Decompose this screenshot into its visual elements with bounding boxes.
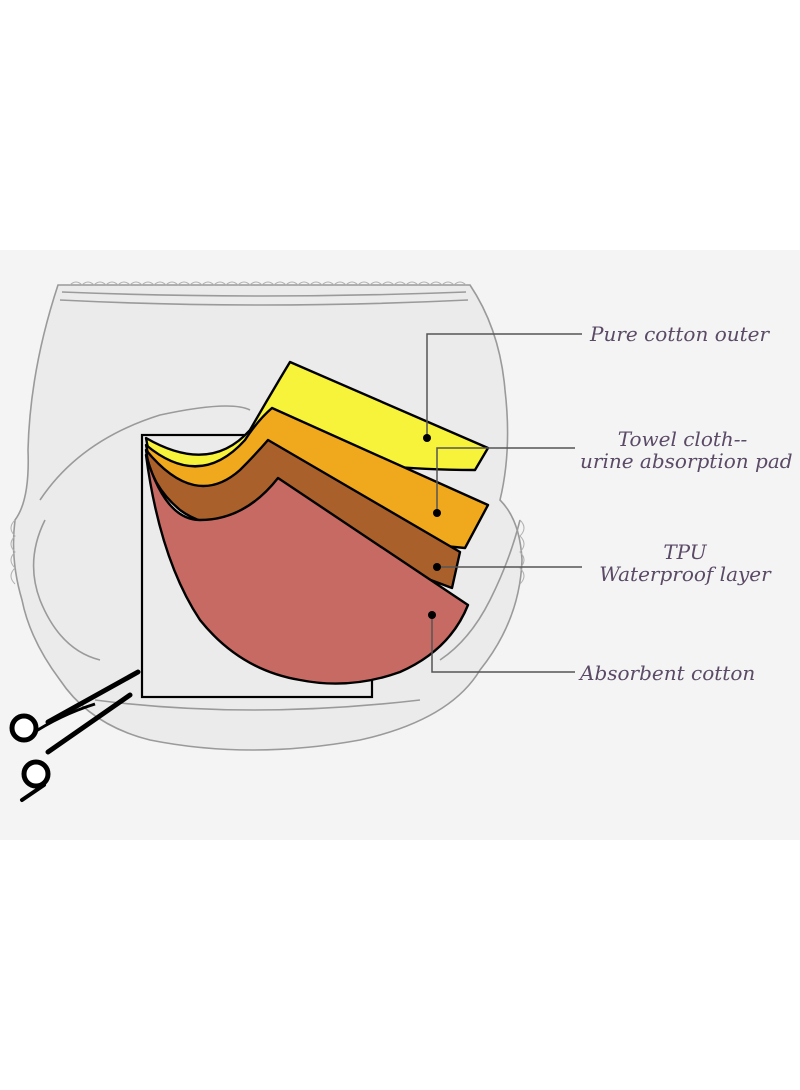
label-absorbent-cotton: Absorbent cotton: [580, 662, 755, 684]
label-pure-cotton-outer-text: Pure cotton outer: [590, 322, 770, 346]
leader-towel-cloth: [436, 447, 575, 513]
scissors-icon: [9, 669, 141, 802]
layer-absorbent-cotton: [144, 453, 470, 685]
dot-towel-cloth: [433, 509, 441, 517]
dot-pure-cotton-outer: [423, 434, 431, 442]
leader-lines: [426, 333, 582, 673]
label-towel-cloth-line1: Towel cloth--: [617, 427, 748, 451]
label-towel-cloth-line2: urine absorption pad: [580, 449, 793, 473]
label-tpu-line1: TPU: [663, 540, 707, 564]
label-towel-cloth: Towel cloth-- urine absorption pad: [580, 427, 793, 473]
dot-absorbent-cotton: [428, 611, 436, 619]
label-tpu-line2: Waterproof layer: [599, 562, 771, 586]
label-tpu-waterproof: TPU Waterproof layer: [596, 541, 774, 585]
leader-dots: [423, 434, 441, 619]
leader-pure-cotton-outer: [426, 333, 582, 438]
label-absorbent-cotton-text: Absorbent cotton: [580, 661, 756, 685]
waistband-ruffle: [10, 281, 525, 585]
leader-absorbent-cotton: [431, 615, 575, 673]
dot-tpu-waterproof: [433, 563, 441, 571]
label-pure-cotton-outer: Pure cotton outer: [590, 323, 769, 345]
